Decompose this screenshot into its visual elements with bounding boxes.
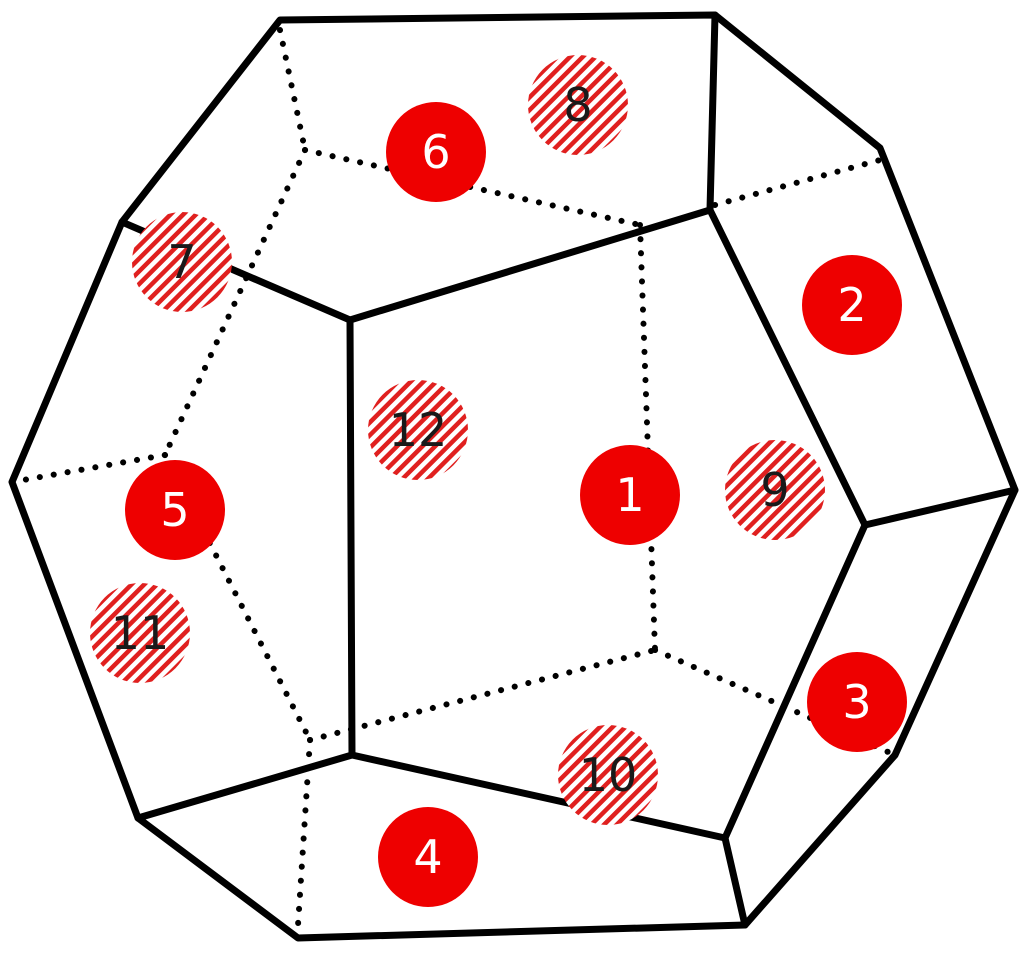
back-face-disc bbox=[528, 55, 628, 155]
face-6-marker: 6 bbox=[386, 102, 486, 202]
hidden-edge bbox=[637, 222, 658, 653]
face-7-marker: 7 bbox=[132, 212, 232, 312]
front-face-disc bbox=[125, 460, 225, 560]
face-label-5: 5 bbox=[160, 483, 189, 537]
face-label-6: 6 bbox=[421, 125, 450, 179]
face-8-marker: 8 bbox=[528, 55, 628, 155]
hidden-edge bbox=[162, 147, 308, 458]
face-3-marker: 3 bbox=[807, 652, 907, 752]
face-label-7: 7 bbox=[167, 235, 196, 289]
front-face-disc bbox=[807, 652, 907, 752]
face-label-9: 9 bbox=[760, 463, 789, 517]
face-9-marker: 9 bbox=[725, 440, 825, 540]
front-face-disc bbox=[378, 807, 478, 907]
face-label-8: 8 bbox=[563, 78, 592, 132]
hidden-edge bbox=[9, 452, 168, 485]
back-face-disc bbox=[132, 212, 232, 312]
visible-edge bbox=[346, 206, 714, 324]
face-label-3: 3 bbox=[842, 675, 871, 729]
face-12-marker: 12 bbox=[368, 380, 468, 480]
hidden-edge bbox=[712, 157, 883, 208]
visible-edge bbox=[706, 206, 869, 529]
face-5-marker: 5 bbox=[125, 460, 225, 560]
hidden-edge bbox=[302, 147, 643, 228]
visible-edge bbox=[861, 486, 1019, 529]
face-label-1: 1 bbox=[615, 468, 644, 522]
face-label-11: 11 bbox=[111, 606, 170, 660]
face-4-marker: 4 bbox=[378, 807, 478, 907]
visible-edge bbox=[706, 11, 719, 214]
visible-edge bbox=[721, 521, 869, 842]
face-11-marker: 11 bbox=[90, 583, 190, 683]
hidden-edge bbox=[277, 27, 308, 153]
face-label-2: 2 bbox=[837, 278, 866, 332]
face-markers: 1 2 3 4 5 6 7 bbox=[90, 55, 907, 907]
back-face-disc bbox=[90, 583, 190, 683]
hidden-edge bbox=[307, 647, 658, 743]
hidden-edge bbox=[162, 452, 313, 743]
hidden-edge bbox=[652, 647, 898, 758]
front-face-disc bbox=[802, 255, 902, 355]
face-label-4: 4 bbox=[413, 830, 442, 884]
hidden-edges bbox=[9, 27, 898, 928]
visible-edges bbox=[8, 11, 1019, 942]
back-face-disc bbox=[725, 440, 825, 540]
face-1-marker: 1 bbox=[580, 445, 680, 545]
face-label-12: 12 bbox=[389, 403, 448, 457]
front-face-disc bbox=[386, 102, 486, 202]
face-label-10: 10 bbox=[579, 748, 638, 802]
front-face-disc bbox=[580, 445, 680, 545]
back-face-disc bbox=[558, 725, 658, 825]
face-10-marker: 10 bbox=[558, 725, 658, 825]
face-2-marker: 2 bbox=[802, 255, 902, 355]
back-face-disc bbox=[368, 380, 468, 480]
visible-edge bbox=[721, 834, 749, 929]
visible-edge bbox=[346, 316, 356, 759]
visible-edge bbox=[134, 751, 356, 822]
visible-edge bbox=[348, 751, 729, 842]
